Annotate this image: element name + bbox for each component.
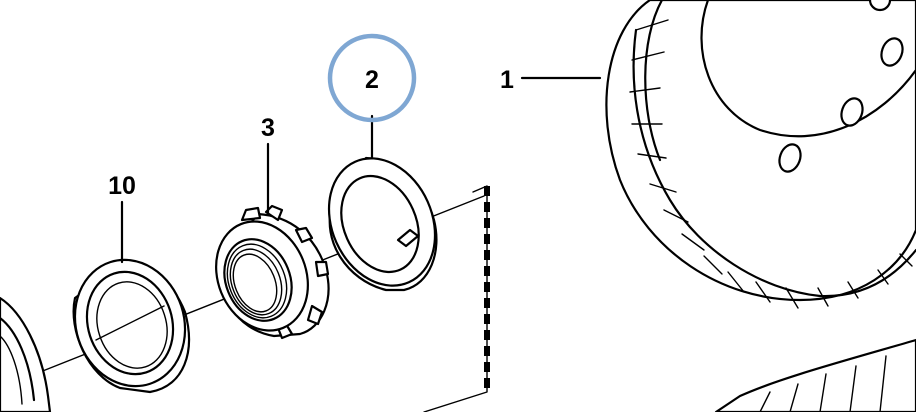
part-3-castle-nut [215,204,330,340]
callout-1[interactable]: 1 [500,66,514,94]
gear-teeth [629,19,916,309]
left-housing-partial [0,296,52,412]
highlight-circle [327,33,417,123]
callout-3[interactable]: 3 [261,114,275,142]
callout-2[interactable]: 2 [365,66,379,94]
part-1-ring-gear [605,0,916,309]
part-2-washer [327,156,438,292]
callout-10[interactable]: 10 [108,172,136,200]
pinion-shaft [714,338,916,412]
dashed-bracket [423,185,490,412]
leader-lines [120,76,602,264]
part-10-seal [72,258,190,394]
